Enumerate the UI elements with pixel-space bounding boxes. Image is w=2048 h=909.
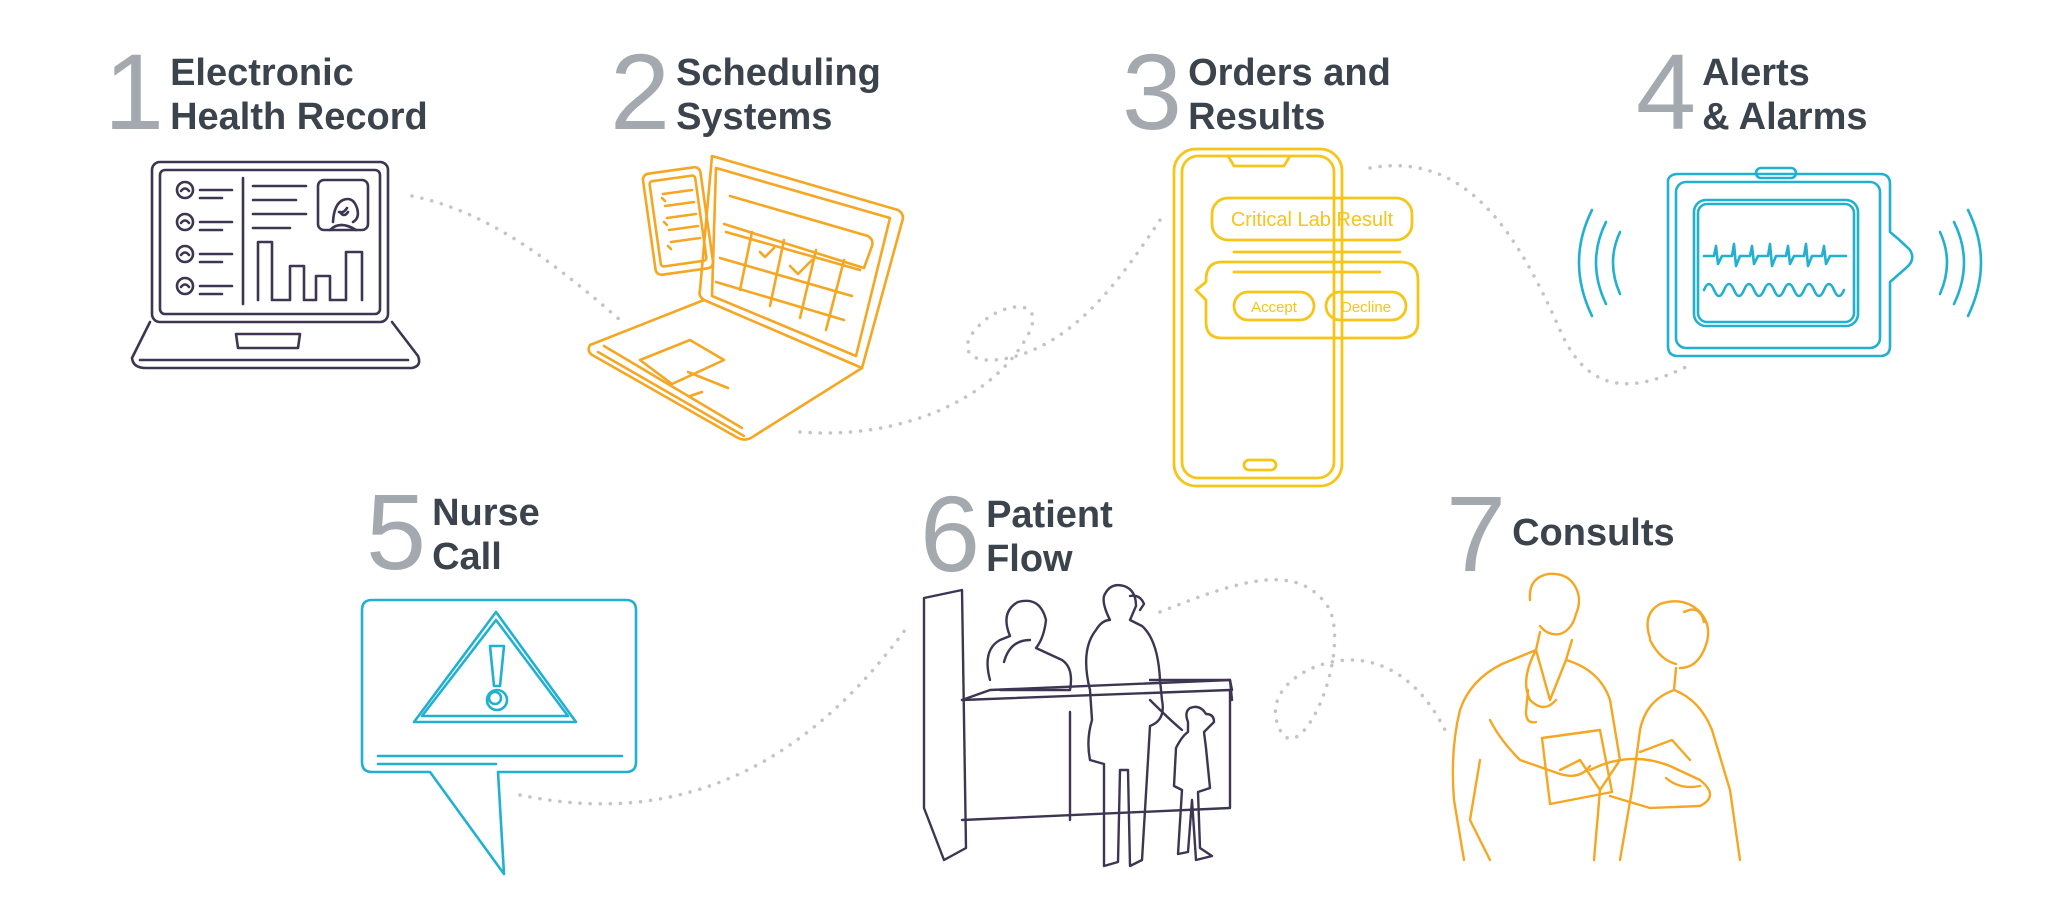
step-number: 4 xyxy=(1636,31,1696,152)
monitor-alarm-icon xyxy=(1577,166,1983,358)
step-5-heading: 5 Nurse Call xyxy=(366,471,540,592)
connector-3-4 xyxy=(1368,164,1692,386)
step-title: Patient Flow xyxy=(986,494,1113,580)
decline-button[interactable] xyxy=(1324,290,1408,322)
decline-label: Decline xyxy=(1341,299,1391,316)
step-6-heading: 6 Patient Flow xyxy=(920,473,1113,594)
warning-speech-bubble-icon xyxy=(360,598,638,876)
laptop-calendar-icon xyxy=(587,154,905,441)
step-number: 1 xyxy=(104,31,164,152)
doctors-consulting-icon xyxy=(1451,572,1742,862)
step-number: 7 xyxy=(1446,473,1506,594)
accept-button[interactable] xyxy=(1232,290,1316,322)
step-number: 6 xyxy=(920,473,980,594)
step-4-heading: 4 Alerts & Alarms xyxy=(1636,31,1868,152)
smartphone-results-icon: Critical Lab Result Accept Decline xyxy=(1172,147,1420,488)
alert-title: Critical Lab Result xyxy=(1231,209,1394,231)
reception-desk-icon xyxy=(922,583,1234,868)
step-title: Electronic Health Record xyxy=(170,52,428,138)
step-7-heading: 7 Consults xyxy=(1446,473,1675,594)
accept-label: Accept xyxy=(1251,299,1298,316)
step-number: 3 xyxy=(1122,31,1182,152)
step-title: Nurse Call xyxy=(432,492,540,578)
step-title: Alerts & Alarms xyxy=(1702,52,1868,138)
step-title: Scheduling Systems xyxy=(676,52,881,138)
step-1-heading: 1 Electronic Health Record xyxy=(104,31,428,152)
step-2-heading: 2 Scheduling Systems xyxy=(610,31,881,152)
step-number: 5 xyxy=(366,471,426,592)
alert-banner xyxy=(1210,196,1414,242)
laptop-ehr-icon xyxy=(130,160,421,370)
connector-5-6 xyxy=(518,628,907,806)
step-number: 2 xyxy=(610,31,670,152)
step-3-heading: 3 Orders and Results xyxy=(1122,31,1391,152)
step-title: Consults xyxy=(1512,512,1675,554)
step-title: Orders and Results xyxy=(1188,52,1391,138)
